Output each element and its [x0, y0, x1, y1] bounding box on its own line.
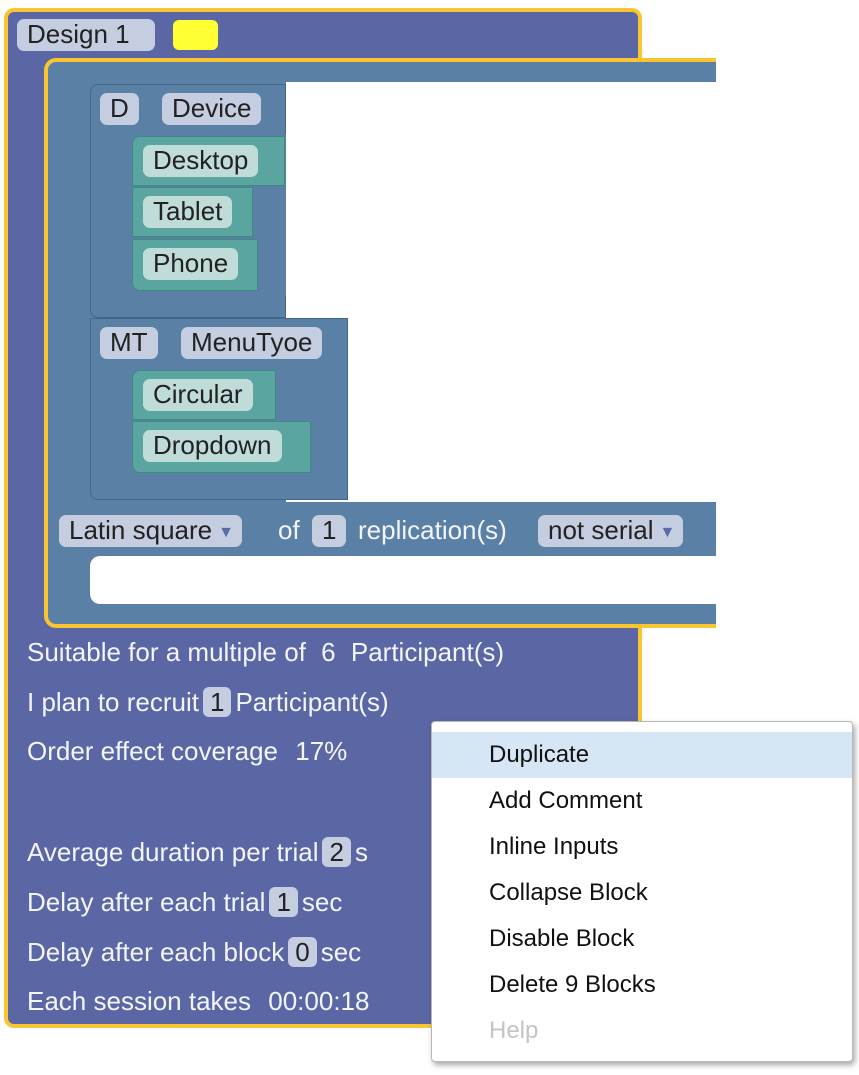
factor-name-field[interactable]: Device	[162, 93, 262, 125]
chevron-down-icon: ▼	[659, 524, 676, 541]
summary-coverage-value: 17%	[295, 736, 348, 766]
factor-abbr-field[interactable]: MT	[100, 327, 158, 359]
chevron-down-icon: ▼	[218, 524, 234, 541]
context-menu: Duplicate Add Comment Inline Inputs Coll…	[431, 721, 853, 1062]
menu-item-help: Help	[489, 1017, 539, 1044]
replications-label: replication(s)	[358, 515, 507, 545]
summary-multiple-label: Suitable for a multiple of	[27, 637, 306, 667]
summary-recruit-unit: Participant(s)	[235, 687, 389, 717]
summary-multiple-unit: Participant(s)	[350, 637, 505, 667]
level-field[interactable]: Tablet	[143, 196, 233, 228]
summary-duration-unit: s	[354, 837, 368, 867]
arrangement-white-area	[286, 82, 716, 502]
level-field[interactable]: Dropdown	[143, 430, 282, 462]
summary-session-label: Each session takes	[27, 986, 252, 1016]
summary-multiple-value: 6	[321, 637, 336, 667]
arrangement-method-dropdown[interactable]: Latin square ▼	[59, 515, 242, 547]
arrangement-top-bar	[116, 62, 716, 82]
summary-recruit-label: I plan to recruit	[27, 687, 199, 717]
factor-name-field[interactable]: MenuTyoe	[181, 327, 323, 359]
summary-session-row: Each session takes 00:00:18	[27, 986, 369, 1016]
summary-block-delay-label: Delay after each block	[27, 937, 285, 967]
arrangement-method-label: Latin square	[69, 515, 213, 545]
level-field[interactable]: Desktop	[143, 145, 259, 177]
summary-block-delay-unit: sec	[320, 937, 362, 967]
duration-field[interactable]: 2	[322, 837, 351, 867]
level-field[interactable]: Circular	[143, 379, 253, 411]
design-color-swatch[interactable]	[173, 20, 218, 50]
arrangement-empty-slot	[90, 556, 716, 604]
menu-item-duplicate[interactable]: Duplicate	[432, 732, 852, 778]
menu-item-delete-blocks[interactable]: Delete 9 Blocks	[489, 971, 656, 998]
replications-field[interactable]: 1	[312, 515, 347, 547]
trial-delay-field[interactable]: 1	[269, 887, 298, 917]
factor-abbr-field[interactable]: D	[100, 93, 139, 125]
menu-item-add-comment[interactable]: Add Comment	[489, 787, 643, 814]
summary-coverage-label: Order effect coverage	[27, 736, 278, 766]
level-field[interactable]: Phone	[143, 248, 239, 280]
summary-duration-label: Average duration per trial	[27, 837, 319, 867]
summary-trial-delay-unit: sec	[301, 887, 343, 917]
design-name-field[interactable]: Design 1	[17, 19, 155, 51]
serial-dropdown[interactable]: not serial ▼	[538, 515, 684, 547]
menu-item-inline-inputs[interactable]: Inline Inputs	[489, 833, 619, 860]
summary-trial-delay-label: Delay after each trial	[27, 887, 266, 917]
of-label: of	[278, 515, 300, 545]
summary-coverage-row: Order effect coverage 17%	[27, 736, 347, 766]
summary-session-value: 00:00:18	[268, 986, 370, 1016]
recruit-field[interactable]: 1	[202, 687, 232, 717]
serial-label: not serial	[548, 515, 654, 545]
block-delay-field[interactable]: 0	[288, 937, 317, 967]
summary-multiple-row: Suitable for a multiple of 6 Participant…	[27, 637, 504, 667]
menu-item-disable-block[interactable]: Disable Block	[489, 925, 635, 952]
menu-item-collapse-block[interactable]: Collapse Block	[489, 879, 648, 906]
